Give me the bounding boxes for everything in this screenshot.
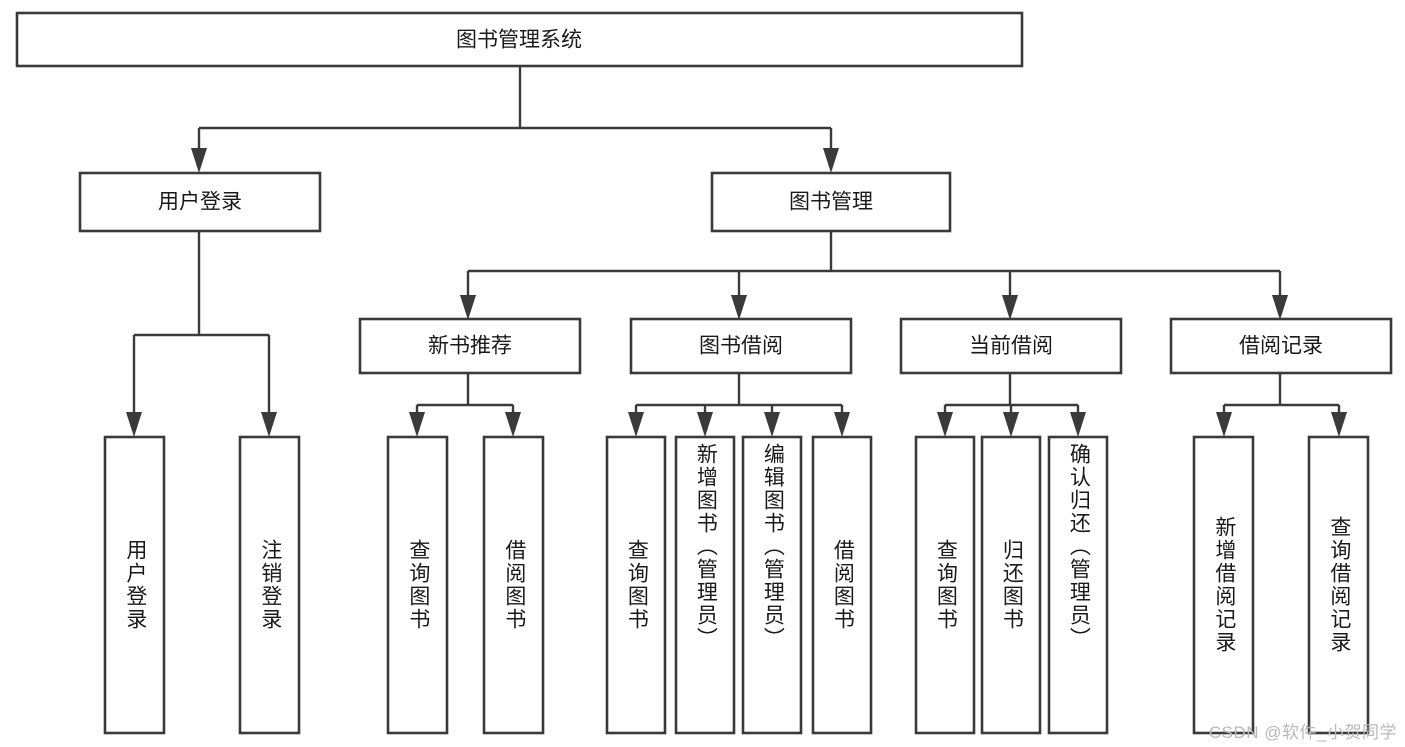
arrow-head-leaf-user-login-2 (261, 412, 277, 437)
leaf-box-book-borrow-2[interactable] (674, 435, 736, 735)
leaf-box-borrow-record-2[interactable] (1307, 435, 1370, 735)
node-borrow-record-label: 借阅记录 (1239, 335, 1323, 358)
arrow-head-leaf-book-borrow-3 (764, 412, 780, 437)
leaf-box-new-book-1[interactable] (386, 435, 449, 735)
arrow-head-level3-2 (731, 295, 747, 320)
leaf-box-book-borrow-1[interactable] (605, 435, 667, 735)
connector-group-book-mgmt (460, 231, 1288, 320)
leaf-box-user-login-1[interactable] (103, 435, 166, 735)
arrow-head-leaf-book-borrow-1 (628, 412, 644, 437)
node-user-login[interactable] (78, 171, 322, 233)
arrow-head-level3-3 (1002, 295, 1018, 320)
node-user-login-label: 用户登录 (158, 191, 242, 214)
node-new-book-recommend[interactable] (358, 317, 582, 375)
leaf-box-current-borrow-2[interactable] (980, 435, 1042, 735)
arrow-head-leaf-book-borrow-4 (834, 412, 850, 437)
arrow-head-leaf-current-borrow-3 (1070, 412, 1086, 437)
arrow-head-leaf-book-borrow-2 (697, 412, 713, 437)
arrow-head-leaf-current-borrow-1 (937, 412, 953, 437)
leaf-box-current-borrow-3[interactable] (1047, 435, 1109, 735)
node-book-borrow[interactable] (629, 317, 853, 375)
arrow-head-leaf-new-book-1 (409, 412, 425, 437)
connector-group-new-book (409, 373, 521, 437)
node-book-management-label: 图书管理 (789, 191, 873, 214)
arrow-head-book-mgmt (823, 148, 839, 173)
node-current-borrow[interactable] (899, 317, 1123, 375)
arrow-head-leaf-user-login-1 (126, 412, 142, 437)
node-current-borrow-label: 当前借阅 (969, 335, 1053, 358)
connector-group-user-login (126, 231, 277, 437)
leaf-box-new-book-2[interactable] (482, 435, 545, 735)
watermark-text: CSDN @软件_小贺同学 (1208, 723, 1397, 742)
connector-group-book-borrow (628, 373, 850, 437)
leaf-box-book-borrow-4[interactable] (811, 435, 873, 735)
arrow-head-level3-1 (460, 295, 476, 320)
node-book-management[interactable] (710, 171, 952, 233)
arrow-head-leaf-borrow-record-1 (1216, 412, 1232, 437)
node-new-book-recommend-label: 新书推荐 (428, 335, 512, 358)
node-borrow-record[interactable] (1169, 317, 1393, 375)
node-root-label: 图书管理系统 (456, 29, 582, 52)
arrow-head-level3-4 (1272, 295, 1288, 320)
leaf-box-borrow-record-1[interactable] (1192, 435, 1255, 735)
arrow-head-leaf-new-book-2 (505, 412, 521, 437)
leaf-box-current-borrow-1[interactable] (914, 435, 976, 735)
arrow-head-leaf-borrow-record-2 (1331, 412, 1347, 437)
node-root[interactable] (15, 11, 1024, 68)
leaf-box-user-login-2[interactable] (238, 435, 301, 735)
node-book-borrow-label: 图书借阅 (699, 335, 783, 358)
connector-group-borrow-record (1216, 373, 1347, 437)
connector-group-root (191, 66, 839, 173)
leaf-box-book-borrow-3[interactable] (741, 435, 803, 735)
arrow-head-user-login (191, 148, 207, 173)
connector-group-current-borrow (937, 373, 1086, 437)
arrow-head-leaf-current-borrow-2 (1003, 412, 1019, 437)
